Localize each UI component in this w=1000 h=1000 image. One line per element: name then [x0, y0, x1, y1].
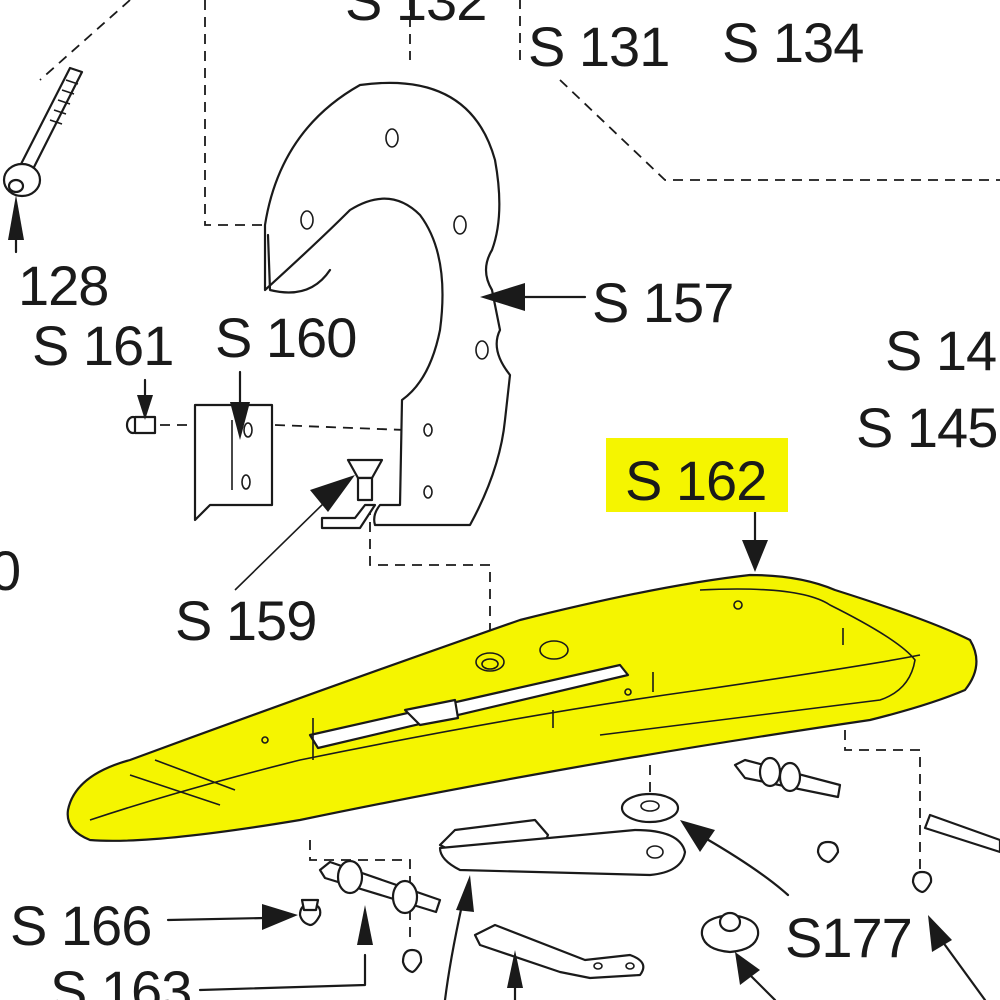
arrow-s163-a — [357, 905, 373, 945]
arrow-s160 — [230, 402, 250, 440]
arrow-s177-b — [735, 952, 760, 985]
leader-arrows — [166, 820, 987, 1000]
label-s134: S 134 — [722, 11, 863, 74]
label-s159: S 159 — [175, 589, 316, 652]
arrow-s163-c — [507, 950, 523, 988]
arrow-s162 — [742, 540, 768, 572]
arrow-s159 — [310, 475, 355, 512]
label-s145: S 145 — [856, 396, 997, 459]
lower-mechanism-parts — [298, 756, 1000, 980]
s162-label-highlight — [606, 438, 788, 512]
label-s132: S 132 — [345, 0, 486, 32]
arrow-s163-b — [456, 875, 474, 912]
label-s166: S 166 — [10, 894, 151, 957]
label-0: 0 — [0, 539, 20, 602]
part-128-screw — [2, 66, 84, 254]
s162-highlight — [66, 573, 978, 842]
arrow-128 — [8, 195, 24, 240]
label-s163: S 163 — [50, 959, 191, 1000]
arrow-s157 — [480, 283, 525, 311]
part-s162-plate — [66, 510, 978, 842]
part-s157-plate — [263, 81, 587, 527]
arrow-s166 — [262, 904, 298, 930]
part-s161-screw — [125, 378, 157, 435]
label-s131: S 131 — [528, 15, 669, 78]
label-s177: S177 — [785, 906, 912, 969]
label-s162: S 162 — [625, 449, 766, 512]
arrow-s161 — [137, 395, 153, 420]
arrow-s177-c — [928, 915, 952, 952]
label-128: 128 — [18, 254, 108, 317]
arrow-s177-a — [680, 820, 715, 852]
label-s161: S 161 — [32, 314, 173, 377]
label-s160: S 160 — [215, 306, 356, 369]
label-s157: S 157 — [592, 271, 733, 334]
part-s160-bracket — [193, 370, 274, 522]
label-s14: S 14 — [885, 319, 996, 382]
part-s159-screw — [234, 458, 384, 591]
